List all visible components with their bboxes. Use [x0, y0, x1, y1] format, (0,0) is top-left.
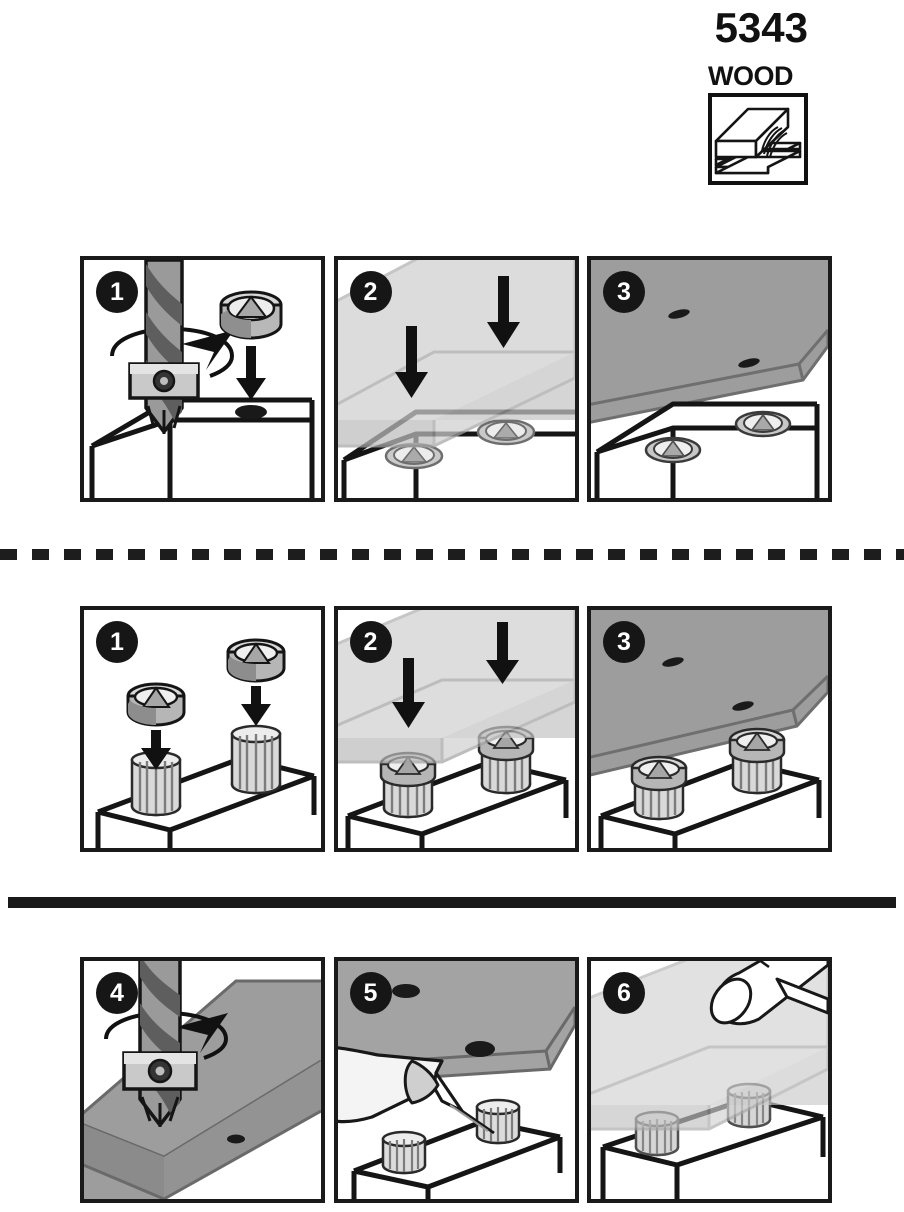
panel-press-panel-onto-cams[interactable]: 2 [333, 256, 579, 502]
step-badge: 2 [349, 271, 392, 313]
ribbed-dowel-icon [381, 1130, 426, 1175]
cam-fitting-icon [476, 418, 535, 446]
depth-stop-collar-icon [128, 362, 200, 400]
step-badge: 3 [603, 271, 645, 313]
gray-panel-icon [591, 260, 828, 424]
sleeve-and-cam-sequence: 1 [80, 606, 832, 852]
solid-divider [8, 897, 896, 908]
rotation-arrow-head [176, 1013, 228, 1053]
slot-icon [738, 358, 760, 368]
dowel-glue-sequence: 4 [80, 957, 832, 1203]
cam-fitting-icon [226, 638, 286, 683]
slot-icon [662, 657, 684, 667]
down-arrow-icon [394, 326, 428, 398]
down-arrow-icon [241, 686, 271, 726]
product-code: 5343 [714, 4, 808, 51]
wood-board-icon [708, 93, 808, 185]
drill-bit-icon [144, 260, 184, 434]
cam-fitting-icon [219, 290, 283, 340]
rotation-arrow-head [182, 330, 234, 370]
mallet-icon [709, 961, 828, 1026]
rotation-arrow-icon [110, 326, 235, 378]
panel-drill-cam-hole[interactable]: 1 [80, 256, 325, 502]
down-arrow-icon [236, 346, 266, 400]
panel-drill-panel-hole[interactable]: 4 [80, 957, 325, 1203]
wood-block-icon [89, 397, 315, 498]
cam-fitting-icon [734, 410, 792, 438]
down-arrow-icon [141, 730, 171, 770]
depth-stop-collar-icon [122, 1051, 198, 1091]
panel-apply-glue[interactable]: 5 [333, 957, 579, 1203]
step-badge: 3 [603, 621, 645, 663]
cam-fitting-icon [384, 442, 443, 470]
dashed-divider [0, 547, 904, 560]
step-badge: 2 [349, 621, 392, 663]
wood-block-icon [95, 755, 317, 848]
ribbed-sleeve-icon [130, 750, 182, 817]
down-arrow-icon [391, 658, 425, 728]
drilled-hole-icon [464, 1041, 495, 1057]
down-arrow-icon [485, 622, 519, 684]
cam-fitting-sequence: 1 [80, 256, 832, 502]
panel-cams-seated[interactable]: 3 [587, 256, 832, 502]
header: 5343 WOOD [0, 0, 904, 215]
material-label: WOOD [708, 61, 794, 91]
glue-bottle-icon [337, 1046, 495, 1135]
drilled-hole-icon [235, 405, 267, 419]
translucent-panel-icon [337, 260, 575, 448]
cam-fitting-icon [728, 727, 786, 764]
step-badge: 5 [349, 972, 392, 1014]
translucent-panel-icon [337, 610, 575, 764]
panel-insert-cams-into-sleeves[interactable]: 1 [80, 606, 325, 852]
slot-icon [732, 701, 754, 711]
drilled-hole-icon [227, 1134, 245, 1144]
ribbed-sleeve-icon [230, 724, 282, 795]
step-badge: 6 [603, 972, 645, 1014]
slot-icon [668, 309, 690, 319]
material-badge: WOOD [708, 62, 816, 185]
drilled-hole-icon [391, 984, 420, 998]
down-arrow-icon [486, 276, 520, 348]
cam-fitting-icon [644, 436, 702, 464]
drill-bit-icon [138, 961, 182, 1127]
rotation-arrow-icon [104, 1010, 229, 1060]
cam-fitting-icon [126, 682, 186, 727]
step-badge: 4 [96, 972, 138, 1014]
ribbed-dowel-icon [475, 1098, 520, 1145]
panel-sleeves-seated[interactable]: 3 [587, 606, 832, 852]
step-badge: 1 [96, 271, 138, 313]
cam-fitting-icon [630, 755, 688, 792]
step-badge: 1 [96, 621, 138, 663]
panel-tap-panel-home[interactable]: 6 [587, 957, 832, 1203]
panel-press-panel-onto-sleeves[interactable]: 2 [333, 606, 579, 852]
